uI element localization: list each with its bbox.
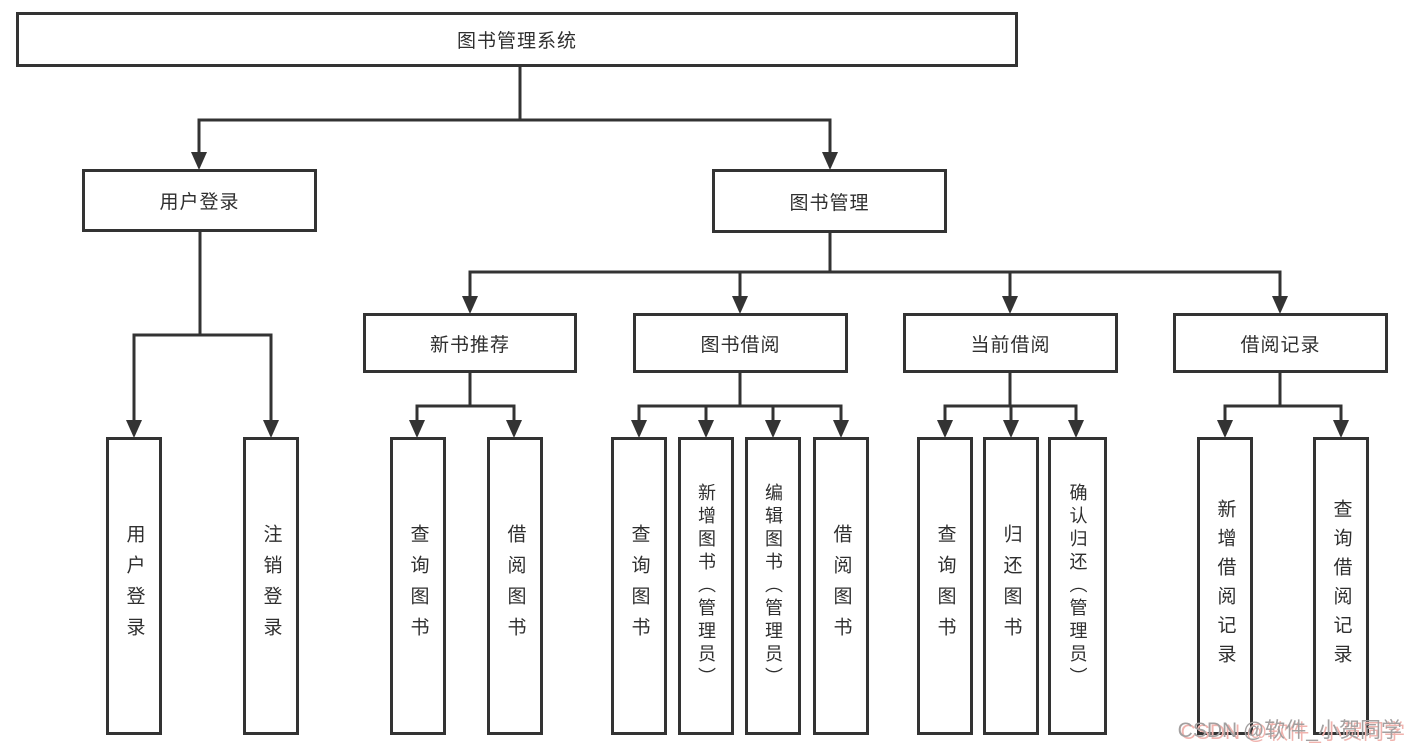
leaf-query-borrow-record: 查询借阅记录 [1313,437,1369,735]
csdn-watermark: CSDN @软件_小贺同学 [1177,719,1402,742]
node-book-borrowing: 图书借阅 [633,313,848,373]
node-new-book-recommendation: 新书推荐 [363,313,577,373]
leaf-query-books-current: 查询图书 [917,437,973,735]
node-book-management: 图书管理 [712,169,947,233]
leaf-user-login: 用户登录 [106,437,162,735]
leaf-add-borrow-record: 新增借阅记录 [1197,437,1253,735]
leaf-return-books: 归还图书 [983,437,1039,735]
leaf-query-books-recommend: 查询图书 [390,437,446,735]
node-root-system: 图书管理系统 [16,12,1018,67]
leaf-borrow-books: 借阅图书 [813,437,869,735]
node-borrowing-records: 借阅记录 [1173,313,1388,373]
node-user-login: 用户登录 [82,169,317,232]
leaf-confirm-return-admin: 确认归还（管理员） [1048,437,1107,735]
arrowheads [126,152,1349,438]
leaf-query-books-borrowing: 查询图书 [611,437,667,735]
leaf-logout: 注销登录 [243,437,299,735]
node-current-borrowing: 当前借阅 [903,313,1118,373]
leaf-add-book-admin: 新增图书（管理员） [678,437,734,735]
leaf-edit-book-admin: 编辑图书（管理员） [745,437,801,735]
leaf-borrow-books-recommend: 借阅图书 [487,437,543,735]
